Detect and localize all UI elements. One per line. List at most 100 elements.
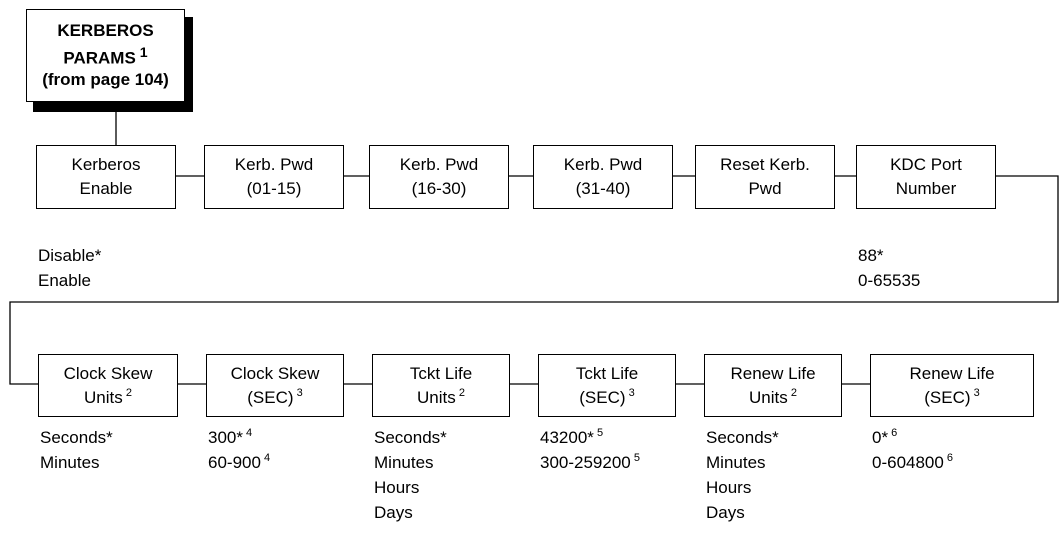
node-label-line: Clock Skew xyxy=(64,362,153,386)
option-value: 0-604800 6 xyxy=(872,450,953,475)
title-line: (from page 104) xyxy=(42,69,169,91)
option-value: Hours xyxy=(706,475,779,500)
option-value: 43200* 5 xyxy=(540,425,640,450)
option-value: Disable* xyxy=(38,243,101,268)
node-label-text: Reset Kerb. xyxy=(720,155,810,174)
option-value: 0* 6 xyxy=(872,425,953,450)
option-value: Minutes xyxy=(706,450,779,475)
option-text: Hours xyxy=(374,478,420,497)
node-label-line: Units 2 xyxy=(417,386,465,410)
node-label-text: Enable xyxy=(79,179,133,198)
option-value: Enable xyxy=(38,268,101,293)
option-text: Minutes xyxy=(374,453,434,472)
option-value: Seconds* xyxy=(706,425,779,450)
node-label-line: Pwd xyxy=(748,177,781,201)
node-label-text: Kerb. Pwd xyxy=(234,155,314,174)
footnote-marker: 4 xyxy=(242,427,253,439)
node-label-text: Units xyxy=(84,387,123,407)
node-label-text: (31-40) xyxy=(575,179,631,198)
options-kerberos-enable: Disable* Enable xyxy=(38,243,101,293)
menu-node-reset-kerb-pwd: Reset Kerb. Pwd xyxy=(695,145,835,209)
option-text: 0-65535 xyxy=(858,271,921,290)
node-label-line: Renew Life xyxy=(909,362,994,386)
node-label-text: Renew Life xyxy=(909,363,995,383)
node-label-line: Kerb. Pwd xyxy=(564,153,642,177)
footnote-marker: 5 xyxy=(593,427,604,439)
node-label-line: (SEC) 3 xyxy=(924,386,979,410)
node-label-line: Units 2 xyxy=(749,386,797,410)
node-label-text: (SEC) xyxy=(924,387,971,407)
option-value: 300* 4 xyxy=(208,425,270,450)
option-value: 0-65535 xyxy=(858,268,920,293)
node-label-text: Units xyxy=(417,387,456,407)
node-label-line: (SEC) 3 xyxy=(247,386,302,410)
footnote-marker: 3 xyxy=(970,386,980,399)
option-value: 60-900 4 xyxy=(208,450,270,475)
node-label-line: Units 2 xyxy=(84,386,132,410)
footnote-marker: 2 xyxy=(122,386,132,399)
node-label-text: Number xyxy=(895,179,957,198)
option-text: Minutes xyxy=(40,453,100,472)
node-label-line: KDC Port xyxy=(890,153,962,177)
title-line: KERBEROS xyxy=(57,20,153,42)
node-label-line: Clock Skew xyxy=(231,362,320,386)
node-label-line: (SEC) 3 xyxy=(579,386,634,410)
option-text: Days xyxy=(706,503,745,522)
option-text: 43200* xyxy=(540,428,594,447)
node-label-text: Clock Skew xyxy=(230,363,320,383)
menu-node-renew-life-sec: Renew Life (SEC) 3 xyxy=(870,354,1034,417)
title-line: PARAMS 1 xyxy=(63,42,147,70)
option-text: Seconds* xyxy=(706,428,779,447)
option-text: Days xyxy=(374,503,413,522)
node-label-text: Tckt Life xyxy=(409,363,473,383)
footnote-marker: 3 xyxy=(293,386,303,399)
title-line-text: KERBEROS xyxy=(57,20,154,40)
footnote-marker: 6 xyxy=(943,452,954,464)
node-label-text: Kerberos xyxy=(71,155,141,174)
option-value: Seconds* xyxy=(374,425,447,450)
option-text: 60-900 xyxy=(208,453,261,472)
node-label-text: KDC Port xyxy=(890,155,962,174)
node-label-text: (SEC) xyxy=(579,387,626,407)
option-value: 300-259200 5 xyxy=(540,450,640,475)
options-kdc-port-number: 88* 0-65535 xyxy=(858,243,920,293)
title-line-text: (from page 104) xyxy=(42,70,169,90)
node-label-text: (01-15) xyxy=(246,179,302,198)
footnote-marker: 6 xyxy=(888,427,898,439)
option-value: Minutes xyxy=(374,450,447,475)
option-text: 88* xyxy=(858,246,884,265)
node-label-line: Kerberos xyxy=(72,153,141,177)
option-value: Hours xyxy=(374,475,447,500)
option-text: Seconds* xyxy=(374,428,447,447)
options-clock-skew-units: Seconds* Minutes xyxy=(40,425,113,475)
node-label-text: (16-30) xyxy=(411,179,467,198)
option-text: Disable* xyxy=(38,246,102,265)
option-text: Enable xyxy=(38,271,91,290)
option-text: Minutes xyxy=(706,453,766,472)
title-line-text: PARAMS xyxy=(63,48,136,68)
node-label-line: (31-40) xyxy=(576,177,631,201)
option-text: 300* xyxy=(208,428,243,447)
node-label-line: (16-30) xyxy=(412,177,467,201)
option-value: Days xyxy=(374,500,447,525)
option-value: Days xyxy=(706,500,779,525)
node-label-text: Renew Life xyxy=(730,363,816,383)
node-label-line: Tckt Life xyxy=(576,362,638,386)
option-text: Seconds* xyxy=(40,428,113,447)
node-label-line: Kerb. Pwd xyxy=(400,153,478,177)
footnote-marker: 2 xyxy=(787,386,797,399)
connector-row1-to-row2 xyxy=(9,175,1059,385)
node-label-line: Renew Life xyxy=(730,362,815,386)
option-text: 0-604800 xyxy=(872,453,944,472)
menu-node-kerb-pwd-01-15: Kerb. Pwd (01-15) xyxy=(204,145,344,209)
